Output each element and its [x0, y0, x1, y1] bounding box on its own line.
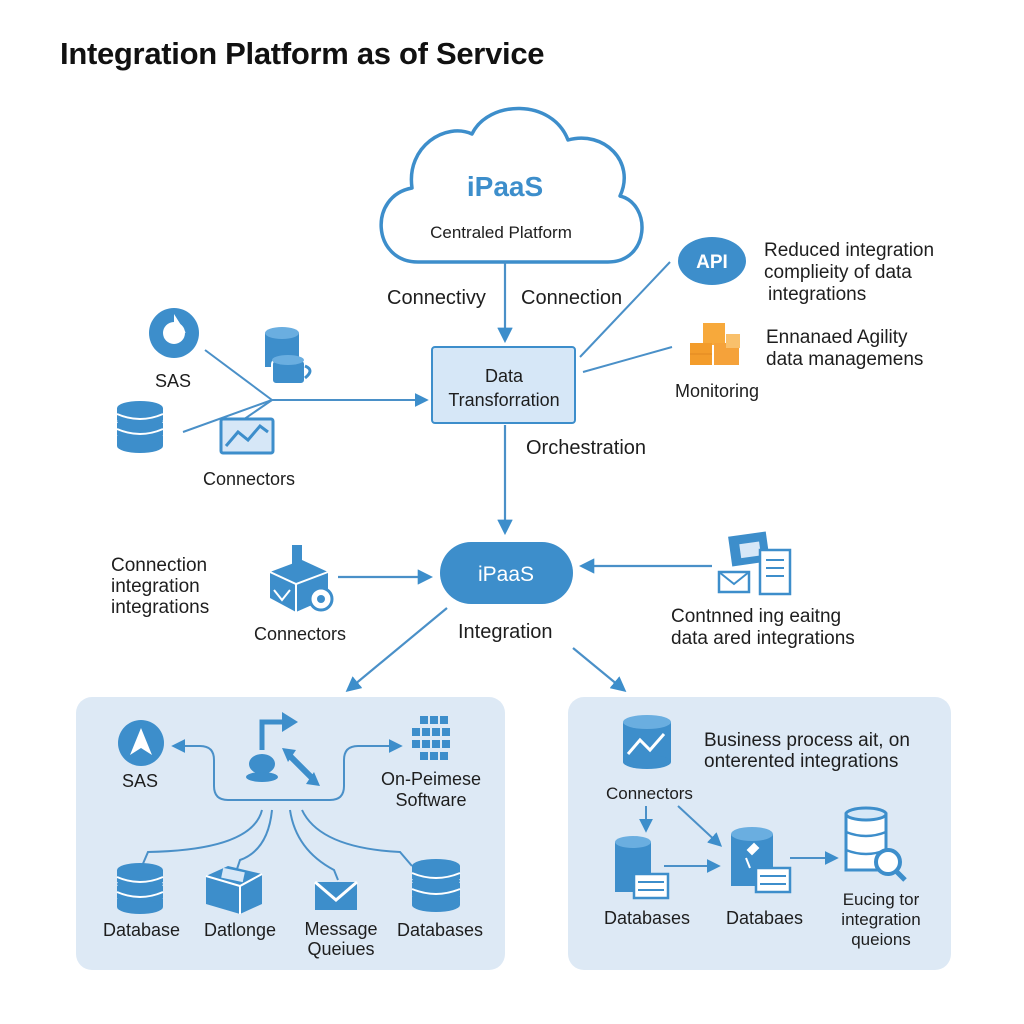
- database-bottom-icon-2: [411, 859, 461, 912]
- api-text-line-1: Reduced integration: [764, 240, 935, 261]
- onprem-line-2: Software: [395, 790, 467, 810]
- database-icon: [116, 401, 164, 453]
- server-grid-icon: [412, 716, 450, 760]
- bottom-message-queues-label: Message Queiues: [304, 919, 378, 959]
- database-cup-icon: [265, 327, 312, 385]
- cloud-shape: [379, 106, 644, 264]
- message-envelope-icon: [314, 880, 358, 910]
- left-panel-lines: [141, 739, 413, 881]
- continued-text-line-2: data ared integrations: [671, 628, 855, 649]
- page-title: Integration Platform as of Service: [60, 36, 545, 71]
- database-chart-icon: [623, 715, 671, 769]
- transform-line-1: Data: [485, 366, 524, 386]
- api-text-line-2: complieity of data: [764, 262, 912, 283]
- bottom-datlonge-label: Datlonge: [204, 920, 277, 940]
- chart-monitor-icon: [219, 417, 275, 455]
- orchestration-label: Orchestration: [526, 437, 647, 459]
- monitoring-label: Monitoring: [675, 381, 760, 401]
- documents-icon: [717, 531, 792, 596]
- connection-integration-line-1: Connection: [111, 555, 208, 576]
- eucing-line-3: queions: [851, 930, 911, 949]
- arrow-hub-to-left-panel: [345, 607, 448, 692]
- database-bottom-icon-1: [116, 863, 164, 914]
- orange-boxes-icon: [690, 323, 740, 365]
- cloud-subtitle: Centraled Platform: [430, 223, 572, 242]
- onprem-line-1: On-Peimese: [380, 769, 482, 789]
- connection-label: Connection: [521, 287, 623, 309]
- business-process-line-2: onterented integrations: [704, 751, 899, 772]
- integration-label: Integration: [458, 621, 553, 643]
- eucing-line-2: integration: [841, 910, 921, 929]
- api-badge-shape: [678, 237, 746, 285]
- connectors-left-label: Connectors: [203, 469, 296, 489]
- connectivity-label: Connectivy: [387, 287, 486, 309]
- agility-text-line-1: Ennanaed Agility: [766, 327, 908, 348]
- connection-integration-line-3: integrations: [111, 597, 210, 618]
- connectors-mid-label: Connectors: [254, 624, 347, 644]
- connection-integration-line-2: integration: [111, 576, 200, 597]
- bottom-database-label: Database: [103, 920, 181, 940]
- sas-circle-icon: [149, 308, 199, 358]
- databases-doc-icon: [615, 836, 670, 900]
- left-panel-sas-label: SAS: [122, 771, 159, 791]
- arrow-hub-to-right-panel: [572, 647, 627, 692]
- bottom-databases-label: Databases: [397, 920, 484, 940]
- transform-line-2: Transforration: [448, 390, 559, 410]
- right-databaes-label: Databaes: [726, 908, 804, 928]
- right-fan-lines: [579, 261, 673, 373]
- routing-node-icon: [246, 712, 320, 786]
- hub-pill-shape: [440, 542, 573, 604]
- business-process-line-1: Business process ait, on: [704, 730, 910, 751]
- transform-box-shape: [431, 346, 576, 424]
- eucing-line-1: Eucing tor: [842, 890, 920, 909]
- agility-text-line-2: data managemens: [766, 349, 924, 370]
- right-connectors-label: Connectors: [606, 784, 693, 803]
- left-bottom-panel: [76, 697, 505, 970]
- right-panel-lines: [639, 805, 839, 873]
- sas-top-label: SAS: [155, 371, 192, 391]
- api-text-line-3: integrations: [768, 284, 867, 305]
- hub-label: iPaaS: [478, 563, 534, 586]
- api-badge-label: API: [696, 252, 728, 273]
- storage-box-icon: [205, 866, 263, 914]
- right-databases-label: Databases: [604, 908, 691, 928]
- continued-text-line-1: Contnned ing eaitng: [671, 606, 842, 627]
- cloud-title: iPaaS: [467, 171, 543, 202]
- databaes-doc-icon: [731, 827, 792, 894]
- database-search-icon: [844, 806, 907, 882]
- left-fan-lines: [182, 349, 429, 433]
- connector-box-icon: [269, 545, 334, 612]
- sas-nav-icon: [118, 720, 164, 766]
